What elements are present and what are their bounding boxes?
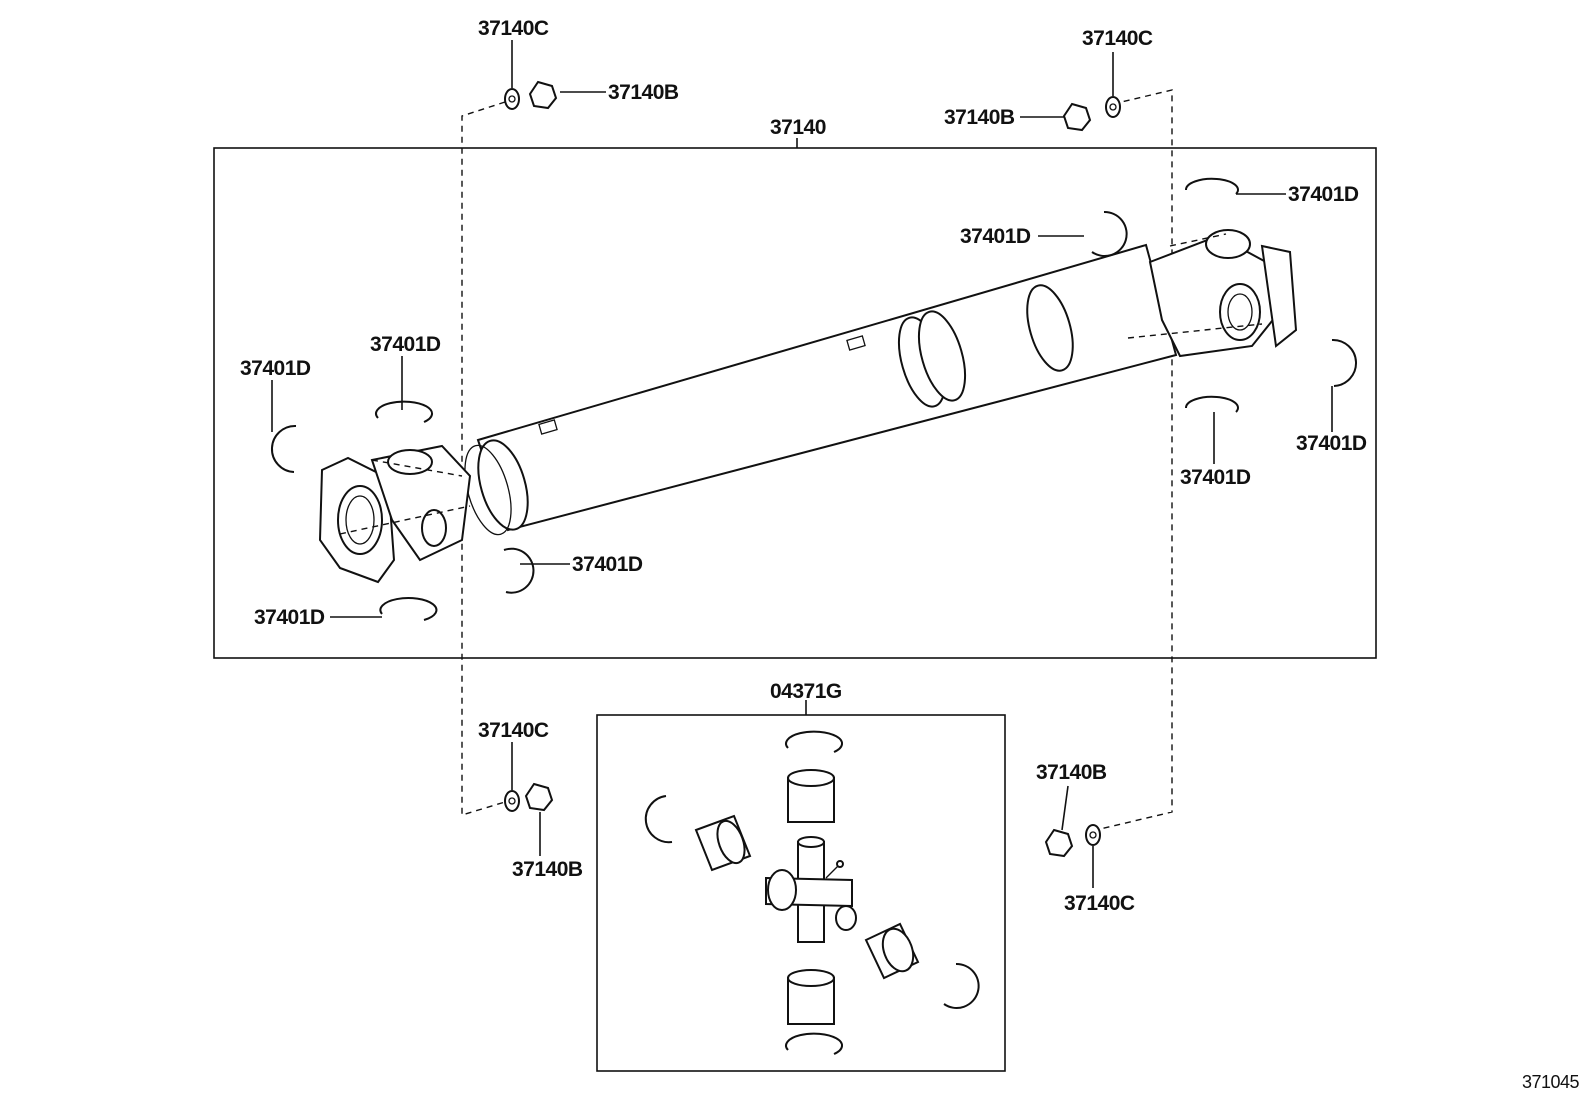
leader-nut-bottom-right (1061, 785, 1069, 831)
right-flange (1260, 244, 1298, 348)
left-yoke-cup-side (421, 509, 447, 547)
nut-bottom-left (524, 782, 554, 812)
balance-weight-2 (846, 335, 866, 351)
washer-bottom-left-hole (508, 797, 516, 805)
grease-fitting (825, 865, 839, 879)
label-washer-bottom-right: 37140C (1064, 892, 1135, 915)
right-bolt-reference (1095, 89, 1173, 831)
label-snap-ring-left-lower: 37401D (572, 553, 643, 576)
snap-ring-left-outer (270, 424, 297, 473)
label-snap-ring-left-top: 37401D (370, 333, 441, 356)
kit-frame (596, 714, 1006, 1072)
washer-bottom-right (1085, 824, 1101, 846)
snap-ring-right-upper (1091, 210, 1128, 257)
spider-hub (767, 869, 797, 911)
label-washer-bottom-left: 37140C (478, 719, 549, 742)
snap-ring-left-top (375, 400, 434, 423)
washer-top-left-hole (508, 95, 516, 103)
assembly-label: 37140 (770, 116, 826, 139)
label-snap-ring-left-bottom: 37401D (254, 606, 325, 629)
right-joint-axis (1127, 323, 1263, 339)
washer-bottom-left (504, 790, 520, 812)
snap-ring-left-lower (503, 547, 535, 594)
washer-top-left (504, 88, 520, 110)
snap-ring-right-top (1184, 177, 1239, 195)
right-flange-bore-inner (1227, 293, 1253, 331)
bottom-fasteners (504, 782, 1101, 858)
kit-snap-ring-bottom (785, 1032, 844, 1055)
washer-top-right-hole (1109, 103, 1117, 111)
nut-bottom-right (1044, 828, 1074, 858)
label-snap-ring-right-top: 37401D (1288, 183, 1359, 206)
left-joint-axis-2 (371, 459, 463, 477)
propeller-shaft (464, 243, 1178, 536)
snap-ring-left-bottom (379, 597, 438, 621)
kit-bearing-cup-top-rim (787, 769, 835, 787)
left-yoke-cup-top (387, 449, 433, 475)
left-flange-bore (337, 485, 383, 555)
label-nut-bottom-left: 37140B (512, 858, 583, 881)
shaft-tube (476, 243, 1178, 532)
snap-rings (270, 177, 1358, 621)
shaft-ring-left (464, 444, 512, 536)
label-snap-ring-right-upper: 37401D (960, 225, 1031, 248)
right-universal-joint (1127, 229, 1298, 358)
snap-ring-right-lower (1184, 395, 1239, 413)
right-flange-bore (1219, 283, 1261, 341)
washer-bottom-right-hole (1089, 831, 1097, 839)
washer-top-right (1105, 96, 1121, 118)
kit-label: 04371G (770, 680, 842, 703)
spider-top-journal (797, 836, 825, 848)
left-flange-bore-inner (345, 495, 375, 545)
top-fasteners (504, 80, 1121, 132)
kit-snap-ring-right (943, 962, 980, 1009)
balance-weight-1 (538, 419, 558, 435)
part-labels: 37140C 37140B 37140C 37140B 37401D 37401… (240, 17, 1367, 915)
right-joint-axis-2 (1169, 233, 1227, 247)
kit-bearing-cup-bottom-rim (787, 969, 835, 987)
label-snap-ring-left-outer: 37401D (240, 357, 311, 380)
label-washer-top-right: 37140C (1082, 27, 1153, 50)
kit-bearing-cup-left-rim (716, 819, 746, 865)
figure-id: 371045 (1522, 1072, 1580, 1092)
slip-joint-ring-3 (1026, 284, 1074, 372)
kit-bearing-cup-right-rim (881, 927, 915, 973)
snap-ring-right-outer (1331, 338, 1358, 387)
nut-top-right (1062, 102, 1092, 132)
label-snap-ring-right-lower: 37401D (1180, 466, 1251, 489)
shaft-end-left (477, 439, 529, 531)
left-bolt-reference (461, 101, 506, 816)
assembly-frame (213, 147, 1377, 659)
spider-right-journal (835, 905, 857, 931)
label-nut-top-right: 37140B (944, 106, 1015, 129)
left-joint-axis (339, 505, 471, 535)
grease-fitting-tip (836, 860, 844, 868)
right-yoke-cup-top (1205, 229, 1251, 259)
label-nut-top-left: 37140B (608, 81, 679, 104)
kit-contents (644, 730, 980, 1055)
slip-joint-ring-2 (917, 310, 967, 402)
nut-top-left (528, 80, 558, 110)
kit-spider (765, 836, 857, 943)
left-universal-joint (318, 444, 472, 584)
kit-snap-ring-left (644, 795, 673, 844)
label-snap-ring-right-outer: 37401D (1296, 432, 1367, 455)
leader-lines (271, 40, 1333, 888)
label-washer-top-left: 37140C (478, 17, 549, 40)
label-nut-bottom-right: 37140B (1036, 761, 1107, 784)
kit-snap-ring-top (785, 730, 844, 753)
